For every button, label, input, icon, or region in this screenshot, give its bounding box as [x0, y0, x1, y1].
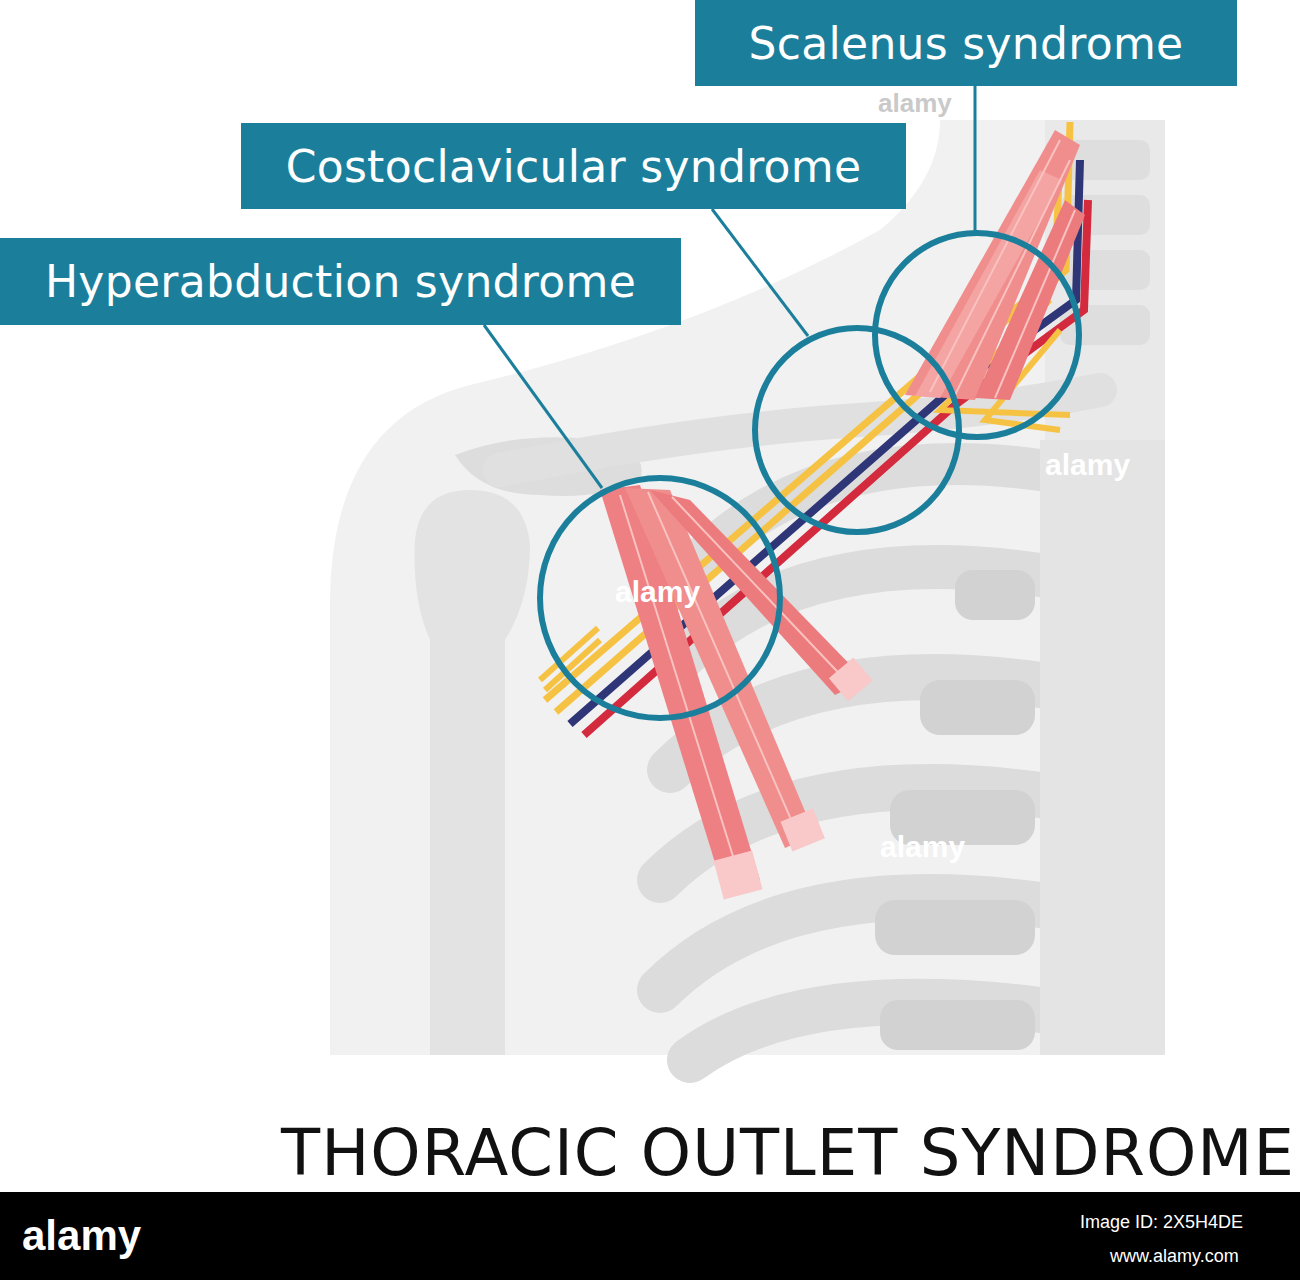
watermark: alamy — [1045, 448, 1130, 482]
watermark: alamy — [878, 88, 952, 119]
watermark: alamy — [615, 575, 700, 609]
sternum — [1040, 440, 1165, 1055]
callout-circle — [875, 233, 1079, 437]
callout-text: Scalenus syndrome — [749, 18, 1184, 69]
watermark-logo: alamy — [22, 1212, 141, 1260]
watermark: alamy — [880, 830, 965, 864]
callout-box: Costoclavicular syndrome — [241, 123, 906, 209]
leader-line — [712, 209, 808, 336]
costal-cartilage — [875, 570, 1035, 1050]
callout-circle — [755, 328, 959, 532]
callout-text: Costoclavicular syndrome — [286, 141, 862, 192]
humerus — [415, 490, 530, 1055]
footer-bar — [0, 1192, 1300, 1280]
leader-line — [484, 325, 602, 488]
leader-line — [974, 86, 977, 232]
callout-text: Hyperabduction syndrome — [45, 256, 636, 307]
callout-box: Hyperabduction syndrome — [0, 238, 681, 325]
source-url: www.alamy.com — [1110, 1246, 1239, 1267]
callout-box: Scalenus syndrome — [695, 0, 1237, 86]
neurovascular-bundle — [540, 122, 1088, 735]
diagram-title: THORACIC OUTLET SYNDROME — [281, 1116, 1295, 1190]
image-id: Image ID: 2X5H4DE — [1080, 1212, 1243, 1233]
callout-circle — [540, 478, 780, 718]
